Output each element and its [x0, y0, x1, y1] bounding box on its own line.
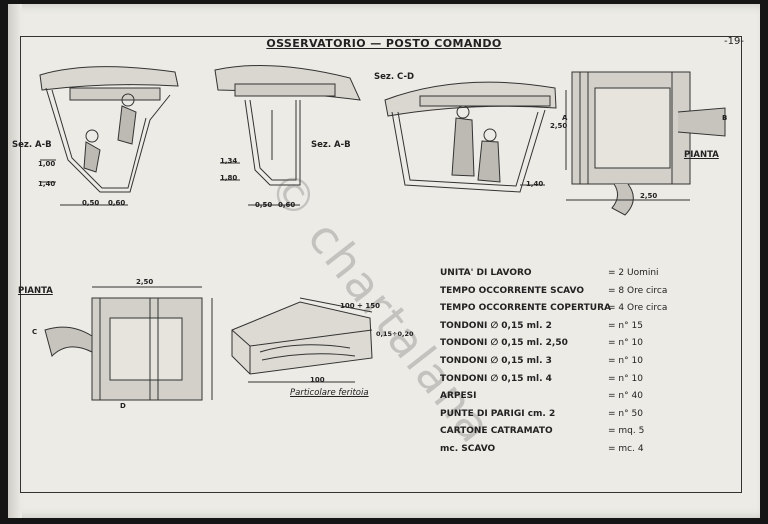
dim-140: 1,40	[38, 180, 56, 188]
book-spine	[8, 4, 22, 518]
dim-feritoia-height: 0,15÷0,20	[376, 330, 414, 338]
label-particolare-feritoia: Particolare feritoia	[290, 388, 369, 398]
dim-100: 1,00	[38, 160, 56, 168]
letter-a: A	[562, 114, 568, 122]
spec-row: mc. SCAVO= mc. 4	[440, 443, 644, 454]
spec-row: UNITA' DI LAVORO= 2 Uomini	[440, 268, 659, 278]
dim-feritoia-top: 100 ÷ 150	[340, 302, 380, 310]
spec-row: TEMPO OCCORRENTE SCAVO= 8 Ore circa	[440, 285, 668, 296]
dim-050: 0,50	[82, 199, 100, 207]
dim-180: 1,80	[220, 174, 238, 182]
dim-060b: 0,60	[278, 201, 296, 209]
section-ab-drawing-1	[39, 66, 179, 206]
spec-row: TONDONI ∅ 0,15 ml. 4= n° 10	[440, 373, 643, 384]
label-pianta-top: PIANTA	[684, 150, 719, 160]
dim-060: 0,60	[108, 199, 126, 207]
dim-050b: 0,50	[255, 201, 273, 209]
materials-spec-table: UNITA' DI LAVORO= 2 Uomini TEMPO OCCORRE…	[440, 268, 740, 462]
feritoia-detail-drawing	[231, 297, 373, 383]
section-ab-drawing-2	[214, 65, 361, 206]
dim-134: 1,34	[220, 157, 238, 165]
dim-140b: 1,40	[526, 180, 544, 188]
page-frame	[20, 36, 742, 493]
label-sez-cd: Sez. C-D	[374, 72, 415, 82]
spec-row: CARTONE CATRAMATO= mq. 5	[440, 426, 645, 437]
letter-b: B	[722, 114, 728, 122]
page-number: -19-	[724, 36, 744, 47]
label-pianta-bottom: PIANTA	[18, 286, 53, 296]
spec-row: TONDONI ∅ 0,15 ml. 2= n° 15	[440, 320, 643, 331]
dim-250: 2,50	[550, 122, 568, 130]
plan-drawing-bottom	[44, 286, 213, 401]
dim-250b: 2,50	[640, 192, 658, 200]
page-title: OSSERVATORIO — POSTO COMANDO	[266, 37, 502, 50]
label-sez-ab-1: Sez. A-B	[12, 140, 52, 150]
spec-row: TEMPO OCCORRENTE COPERTURA= 4 Ore circa	[440, 303, 668, 314]
spec-row: ARPESI= n° 40	[440, 391, 643, 402]
spec-row: TONDONI ∅ 0,15 ml. 3= n° 10	[440, 355, 643, 366]
section-cd-drawing	[384, 81, 557, 193]
plan-drawing-top	[565, 71, 726, 216]
spec-row: PUNTE DI PARIGI cm. 2= n° 50	[440, 408, 643, 419]
dim-250c: 2,50	[136, 278, 154, 286]
letter-c: C	[32, 328, 38, 336]
spec-row: TONDONI ∅ 0,15 ml. 2,50= n° 10	[440, 338, 643, 349]
dim-feritoia-width: 100	[310, 376, 325, 384]
label-sez-ab-2: Sez. A-B	[311, 140, 351, 150]
letter-d: D	[120, 402, 126, 410]
